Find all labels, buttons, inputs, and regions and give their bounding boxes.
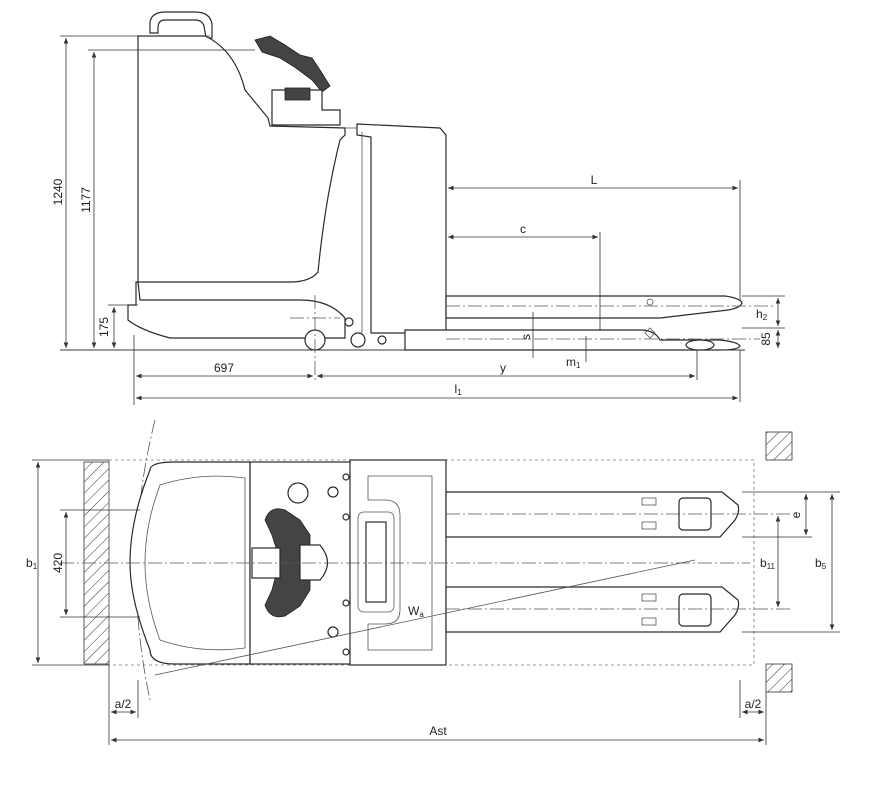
- fork-left: [445, 491, 740, 538]
- center-plate-inner: [365, 521, 387, 603]
- bolt-3: [342, 513, 350, 521]
- bolt-2: [342, 473, 350, 481]
- fork-pivot-1: [646, 298, 654, 306]
- load-wheel: [685, 339, 715, 351]
- label-Wa: Wa: [408, 604, 424, 619]
- label-b11: b11: [760, 556, 776, 571]
- label-e: e: [789, 511, 803, 518]
- fork-slot-4: [641, 617, 657, 626]
- wa-line: [154, 559, 696, 676]
- small-wheel: [377, 335, 387, 345]
- round-cap: [287, 482, 309, 504]
- fork-lower: [404, 329, 741, 351]
- label-Ast: Ast: [429, 724, 447, 738]
- label-a2-left: a/2: [115, 697, 132, 711]
- chassis-lower: [127, 281, 346, 339]
- bolt-6: [327, 626, 339, 638]
- fork-upper: [445, 295, 743, 319]
- fork-right: [445, 586, 740, 633]
- fork-back-plate: [356, 123, 447, 334]
- bolt-5: [342, 648, 350, 656]
- label-h2: h2: [756, 307, 768, 322]
- label-697: 697: [214, 361, 234, 375]
- wall-right-top: [765, 431, 793, 461]
- label-L: L: [591, 173, 598, 187]
- label-175: 175: [97, 317, 111, 337]
- label-85: 85: [759, 332, 773, 346]
- caster-wheel: [350, 332, 366, 348]
- label-s: s: [519, 334, 533, 340]
- label-1240: 1240: [51, 178, 65, 205]
- label-1177: 1177: [79, 187, 93, 213]
- wall-right-bottom: [765, 663, 793, 693]
- label-420: 420: [51, 553, 65, 573]
- bolt-4: [342, 599, 350, 607]
- fork-pivot-2: [644, 327, 656, 339]
- fork-slot-2: [641, 521, 657, 530]
- top-handle: [149, 11, 213, 39]
- tiller-grip: [254, 35, 331, 93]
- center-plate: [357, 511, 395, 613]
- tiller-nose: [299, 544, 329, 581]
- label-a2-right: a/2: [745, 697, 762, 711]
- fork-slot-3: [641, 593, 657, 602]
- label-b1: b1: [26, 556, 38, 571]
- battery-cover-inner: [367, 475, 433, 651]
- truck-body: [137, 35, 346, 283]
- bolt-1: [327, 486, 339, 498]
- label-m1: m1: [566, 355, 581, 370]
- side-view: 1240 1177 175 L c s m1 h2 85 697 y: [51, 11, 785, 405]
- label-b5: b5: [815, 556, 827, 571]
- operator-platform: [129, 461, 251, 665]
- label-y: y: [500, 361, 506, 375]
- load-wheel-right: [678, 593, 712, 627]
- top-view: Wa b1 420 e b11 b5 a/2 a/2 Ast: [26, 419, 840, 745]
- label-l1: l1: [454, 382, 462, 397]
- fork-slot-1: [641, 497, 657, 506]
- label-c: c: [520, 222, 526, 236]
- body-bolt: [344, 317, 354, 327]
- platform-inner: [144, 475, 246, 651]
- tiller-knob: [284, 87, 311, 101]
